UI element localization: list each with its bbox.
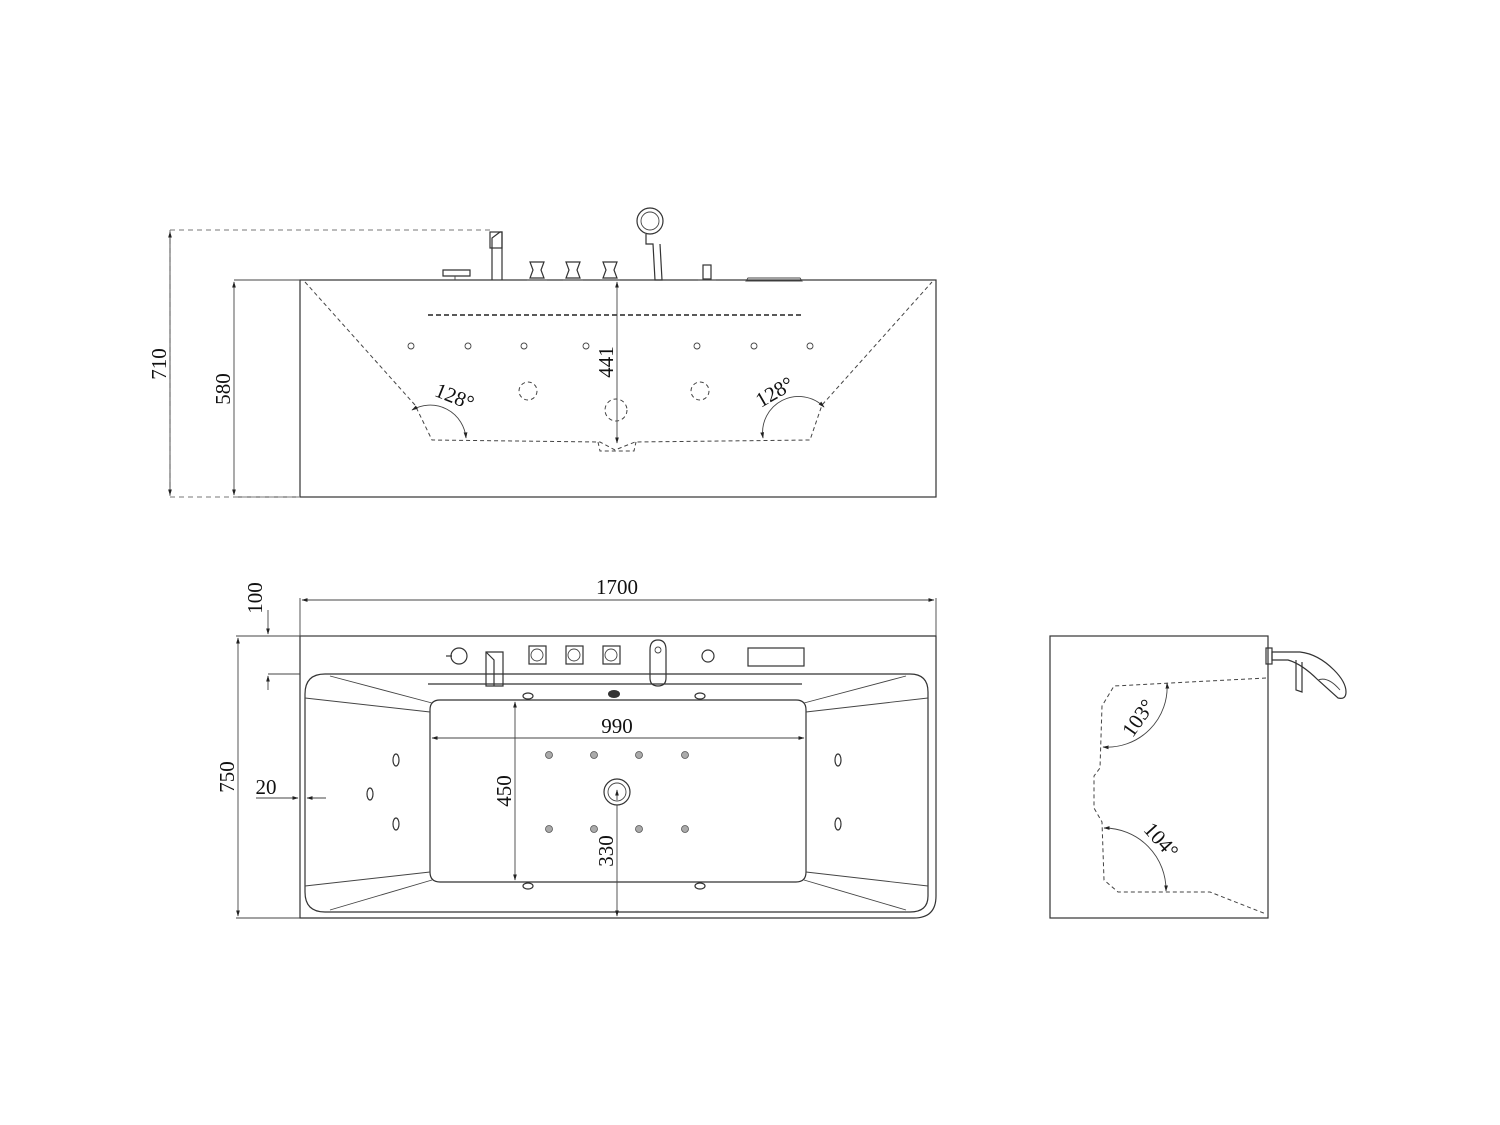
inner-basin-outline <box>304 281 933 451</box>
rim-inner <box>304 673 929 913</box>
drain-front <box>604 398 628 422</box>
basin-floor <box>429 699 807 883</box>
plan-view: 1700 100 750 20 990 450 330 <box>215 575 937 919</box>
tub-side-outline <box>1049 635 1269 919</box>
front-elevation-view: 710 580 441 128° 128° <box>147 207 937 498</box>
jet-left <box>518 381 538 401</box>
dim-inner-width: 450 <box>492 775 516 807</box>
tub-front-outline <box>299 279 937 498</box>
angle-left: 128° <box>432 378 478 415</box>
dim-depth: 441 <box>594 346 618 378</box>
plan-jets <box>366 690 842 890</box>
dim-inner-length: 990 <box>601 714 633 738</box>
side-basin-outline <box>1093 677 1267 915</box>
handshower-side <box>1265 647 1347 699</box>
deck-fittings <box>442 207 803 282</box>
dim-length: 1700 <box>596 575 638 599</box>
dim-height-total: 710 <box>147 348 171 380</box>
dim-deck: 100 <box>243 582 267 614</box>
plan-deck-fittings <box>446 639 805 687</box>
tub-plan-outline <box>299 635 937 919</box>
angle-side-bottom: 104° <box>1139 817 1184 863</box>
dim-drain-offset: 330 <box>594 835 618 867</box>
dim-wall: 20 <box>256 775 277 799</box>
dim-height-tub: 580 <box>211 373 235 405</box>
angle-side-top: 103° <box>1117 695 1160 741</box>
jet-right <box>690 381 710 401</box>
front-jets <box>407 342 814 350</box>
side-view: 103° 104° <box>1049 635 1347 919</box>
dim-width: 750 <box>215 761 239 793</box>
